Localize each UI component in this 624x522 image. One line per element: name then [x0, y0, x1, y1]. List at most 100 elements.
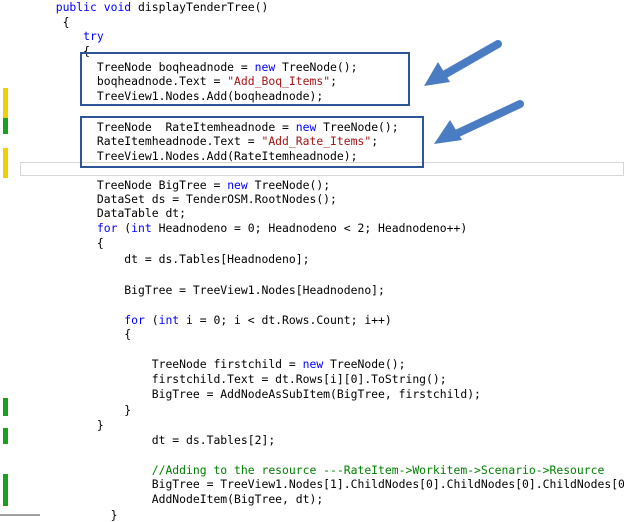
- gutter-saved-marker: [3, 118, 8, 134]
- code-token: BigTree = TreeView1.Nodes[1].ChildNodes[…: [151, 477, 624, 491]
- keyword-token: for: [124, 313, 145, 327]
- code-line[interactable]: RateItemheadnode.Text = "Add_Rate_Items"…: [42, 134, 378, 148]
- code-token: BigTree = AddNodeAsSubItem(BigTree, firs…: [151, 387, 481, 401]
- indent: [42, 178, 97, 192]
- code-token: TreeView1.Nodes.Add(boqheadnode);: [96, 89, 324, 103]
- bottom-scroll-indicator: [0, 514, 40, 516]
- code-token: {: [83, 44, 91, 58]
- code-line[interactable]: boqheadnode.Text = "Add_Boq_Items";: [42, 74, 337, 88]
- boqheadnode-block-highlight: [80, 52, 410, 106]
- code-line[interactable]: TreeNode firstchild = new TreeNode();: [42, 357, 406, 371]
- code-line[interactable]: AddNodeItem(BigTree, dt);: [42, 492, 323, 506]
- code-token: AddNodeItem(BigTree, dt);: [151, 492, 324, 506]
- code-line[interactable]: firstchild.Text = dt.Rows[i][0].ToString…: [42, 372, 447, 386]
- code-line[interactable]: dt = ds.Tables[2];: [42, 433, 275, 447]
- code-line[interactable]: }: [42, 403, 131, 417]
- keyword-token: int: [131, 221, 152, 235]
- code-line[interactable]: //Adding to the resource ---RateItem->Wo…: [42, 463, 605, 477]
- code-token: Headnodeno = 0; Headnodeno < 2; Headnode…: [151, 221, 468, 235]
- code-token: dt = ds.Tables[2];: [151, 433, 276, 447]
- string-token: "Add_Rate_Items": [261, 134, 372, 148]
- code-line[interactable]: TreeView1.Nodes.Add(RateItemheadnode);: [42, 149, 358, 163]
- keyword-token: public void: [55, 0, 132, 14]
- gutter-saved-marker: [3, 428, 8, 444]
- keyword-token: for: [96, 221, 118, 235]
- code-token: {: [62, 15, 70, 29]
- code-line[interactable]: public void displayTenderTree(): [42, 0, 269, 14]
- code-line[interactable]: {: [42, 15, 70, 29]
- keyword-token: int: [158, 313, 180, 327]
- code-token: i = 0; i < dt.Rows.Count; i++): [179, 313, 392, 327]
- code-token: TreeNode();: [316, 120, 399, 134]
- indent: [42, 283, 124, 297]
- arrow-to-rateitemheadnode-block: [434, 100, 524, 144]
- code-token: BigTree = TreeView1.Nodes[Headnodeno];: [124, 283, 385, 297]
- indent: [42, 477, 152, 491]
- code-line[interactable]: try: [42, 29, 104, 43]
- code-token: boqheadnode.Text =: [96, 74, 228, 88]
- keyword-token: new: [254, 60, 276, 74]
- code-line[interactable]: TreeNode RateItemheadnode = new TreeNode…: [42, 120, 399, 134]
- string-token: "Add_Boq_Items": [227, 74, 331, 88]
- indent: [42, 0, 56, 14]
- keyword-token: new: [302, 357, 324, 371]
- indent: [42, 463, 152, 477]
- code-line[interactable]: TreeView1.Nodes.Add(boqheadnode);: [42, 89, 323, 103]
- code-line[interactable]: {: [42, 44, 90, 58]
- gutter-saved-marker: [3, 474, 8, 506]
- indent: [42, 206, 97, 220]
- indent: [42, 252, 124, 266]
- keyword-token: new: [295, 120, 317, 134]
- code-token: TreeNode();: [247, 178, 331, 192]
- code-line[interactable]: {: [42, 236, 104, 250]
- code-token: DataSet ds = TenderOSM.RootNodes();: [96, 192, 337, 206]
- code-line[interactable]: BigTree = AddNodeAsSubItem(BigTree, firs…: [42, 387, 481, 401]
- code-token: RateItemheadnode.Text =: [96, 134, 262, 148]
- indent: [42, 44, 83, 58]
- code-line[interactable]: dt = ds.Tables[Headnodeno];: [42, 252, 309, 266]
- code-line[interactable]: TreeNode boqheadnode = new TreeNode();: [42, 60, 358, 74]
- code-token: TreeNode firstchild =: [151, 357, 303, 371]
- code-line[interactable]: DataTable dt;: [42, 206, 186, 220]
- indent: [42, 387, 152, 401]
- indent: [42, 403, 124, 417]
- indent: [42, 221, 97, 235]
- indent: [42, 433, 152, 447]
- code-line[interactable]: for (int Headnodeno = 0; Headnodeno < 2;…: [42, 221, 467, 235]
- indent: [42, 492, 152, 506]
- code-token: displayTenderTree(): [131, 0, 269, 14]
- code-token: TreeView1.Nodes.Add(RateItemheadnode);: [96, 149, 358, 163]
- code-line[interactable]: BigTree = TreeView1.Nodes[1].ChildNodes[…: [42, 477, 624, 491]
- gutter-saved-marker: [3, 398, 8, 416]
- indent: [42, 15, 63, 29]
- gutter-modified-marker: [3, 88, 8, 118]
- code-line[interactable]: for (int i = 0; i < dt.Rows.Count; i++): [42, 313, 392, 327]
- code-line[interactable]: {: [42, 327, 131, 341]
- gutter-modified-marker: [3, 148, 8, 178]
- arrow-to-boqheadnode-block: [424, 40, 502, 86]
- code-line[interactable]: }: [42, 418, 104, 432]
- keyword-token: new: [227, 178, 248, 192]
- indent: [42, 372, 152, 386]
- indent: [42, 357, 152, 371]
- code-token: DataTable dt;: [96, 206, 187, 220]
- code-line[interactable]: DataSet ds = TenderOSM.RootNodes();: [42, 192, 337, 206]
- code-token: {: [124, 327, 132, 341]
- keyword-token: try: [83, 29, 104, 43]
- indent: [42, 192, 97, 206]
- code-line[interactable]: }: [42, 508, 118, 522]
- code-line[interactable]: BigTree = TreeView1.Nodes[Headnodeno];: [42, 283, 385, 297]
- code-token: ;: [371, 134, 379, 148]
- indent: [42, 418, 97, 432]
- code-token: TreeNode BigTree =: [96, 178, 228, 192]
- indent: [42, 29, 83, 43]
- code-token: TreeNode();: [275, 60, 358, 74]
- code-token: {: [96, 236, 104, 250]
- code-token: TreeNode RateItemheadnode =: [96, 120, 296, 134]
- indent: [42, 313, 124, 327]
- code-line[interactable]: TreeNode BigTree = new TreeNode();: [42, 178, 330, 192]
- code-token: }: [96, 418, 104, 432]
- indent: [42, 327, 124, 341]
- code-token: }: [124, 403, 132, 417]
